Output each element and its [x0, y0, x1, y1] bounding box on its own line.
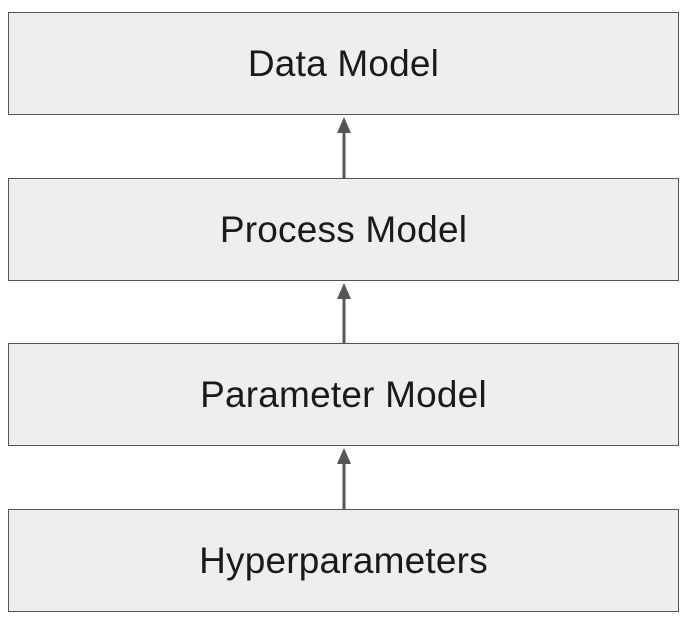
arrow-process-to-data: [337, 117, 351, 178]
process-model-box: Process Model: [8, 178, 679, 281]
data-model-label: Data Model: [247, 42, 440, 84]
process-model-label: Process Model: [219, 208, 468, 250]
arrow-hyper-to-parameter: [337, 448, 351, 509]
arrow-parameter-to-process: [337, 283, 351, 343]
hyperparameters-box: Hyperparameters: [8, 509, 679, 612]
hyperparameters-label: Hyperparameters: [199, 539, 488, 581]
data-model-box: Data Model: [8, 12, 679, 115]
parameter-model-box: Parameter Model: [8, 343, 679, 446]
parameter-model-label: Parameter Model: [200, 373, 487, 415]
